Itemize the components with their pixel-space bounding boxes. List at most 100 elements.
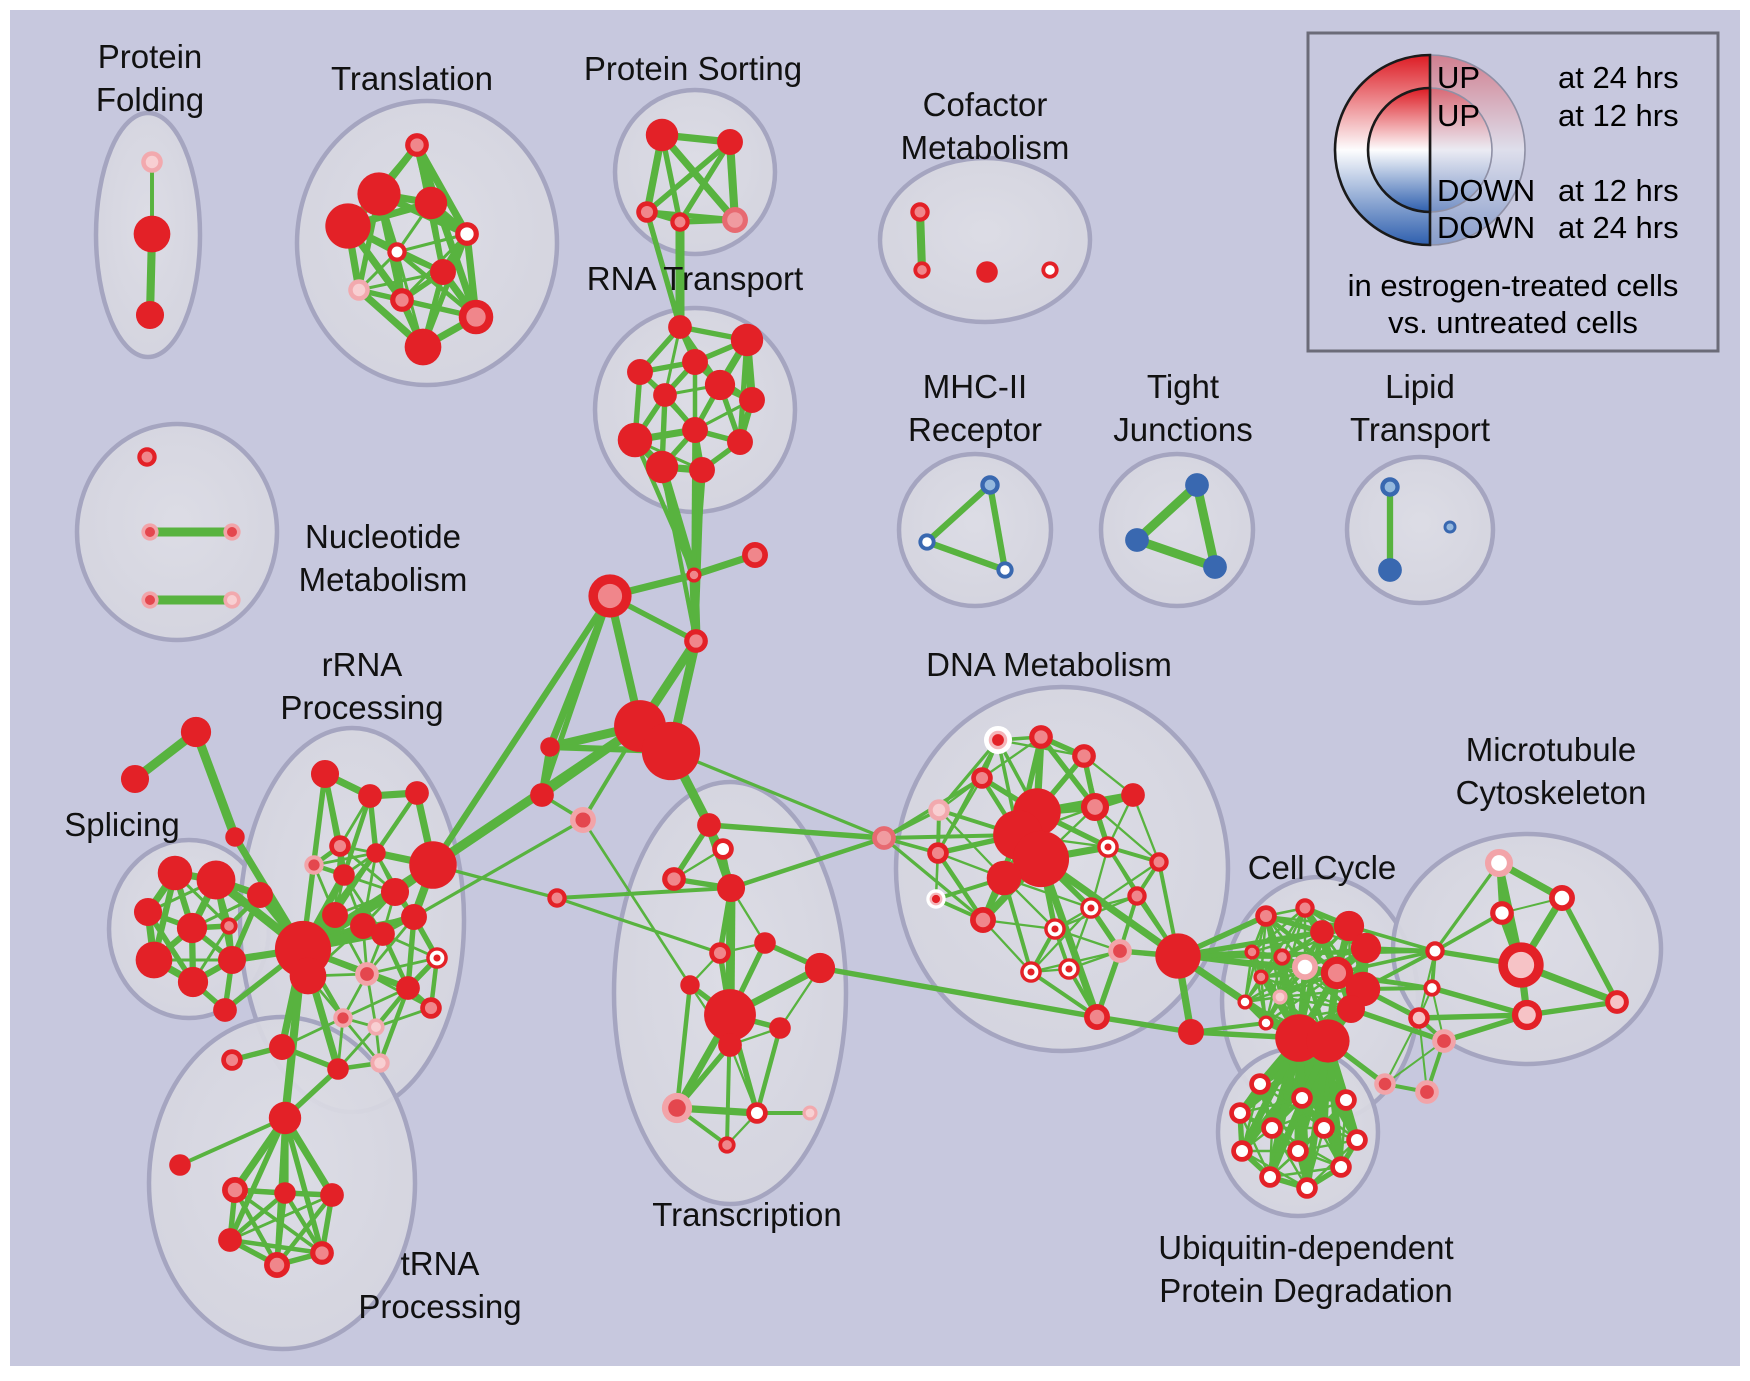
- node-m11: [1374, 1073, 1396, 1095]
- node-tn0: [169, 1154, 191, 1176]
- edge-rr16-rr23: [377, 987, 411, 1064]
- edge-dn4-dn12: [937, 777, 983, 854]
- edge-c1-t6: [556, 896, 721, 955]
- edge-t5-t12: [674, 984, 693, 1109]
- node-t5: [680, 975, 700, 995]
- node-mh2: [918, 533, 936, 551]
- edge-dn23-dn25: [1096, 1014, 1192, 1035]
- node-lp2: [1378, 558, 1402, 582]
- node-t8: [804, 952, 836, 984]
- edge-rr14-rr15: [366, 956, 438, 976]
- node-dn16: [1127, 886, 1147, 906]
- edge-c2-dn17: [882, 836, 985, 922]
- edge-m9-m7: [1418, 1012, 1528, 1021]
- node-rr16: [396, 976, 420, 1000]
- node-j1: [686, 567, 702, 583]
- node-rr6: [333, 864, 355, 886]
- node-tr5: [455, 222, 479, 246]
- node-rr21: [221, 1049, 243, 1071]
- edge-tnh-tn4: [227, 1116, 288, 1242]
- node-cf2: [913, 261, 931, 279]
- edge-t10-t13: [754, 1027, 783, 1114]
- node-sp1: [157, 855, 193, 891]
- node-rr15: [355, 962, 379, 986]
- edge-dn1-dn5: [937, 738, 1000, 812]
- node-tn5: [264, 1252, 290, 1278]
- edge-hub2-c2: [670, 749, 885, 840]
- edge-ub10-ub11: [1269, 1165, 1342, 1179]
- node-t2: [712, 838, 734, 860]
- cluster-ellipse-cofactor-metabolism: [877, 155, 1093, 325]
- edge-tj1-tj3: [1192, 484, 1220, 568]
- edge-rr5-rr7: [313, 851, 377, 867]
- node-m5: [1423, 979, 1441, 997]
- node-t6: [709, 942, 731, 964]
- node-m12: [1415, 1080, 1439, 1104]
- node-dn1: [983, 725, 1013, 755]
- node-tj3: [1203, 555, 1227, 579]
- node-rr3: [405, 781, 429, 805]
- cluster-ellipse-lipid-transport: [1344, 454, 1496, 606]
- edge-dn2-dn4: [981, 736, 1042, 779]
- node-dn10: [1012, 830, 1070, 888]
- node-ub10: [1330, 1156, 1352, 1178]
- node-cc14: [1258, 1015, 1274, 1031]
- edge-ps2-ps5: [725, 141, 740, 221]
- edge-cc6-cc13: [1243, 951, 1254, 1003]
- node-cc6: [1244, 944, 1260, 960]
- node-rr17: [420, 997, 442, 1019]
- edge-m4-m3: [1434, 911, 1503, 953]
- node-rr13: [401, 904, 427, 930]
- edge-tg1-tg3: [191, 730, 240, 839]
- node-dn17: [970, 907, 996, 933]
- node-cc5: [1350, 932, 1382, 964]
- node-rr5: [304, 855, 324, 875]
- node-dn13: [926, 889, 946, 909]
- node-sp2: [196, 860, 236, 900]
- edge-tj1-tj2: [1133, 481, 1201, 544]
- node-j4: [684, 629, 708, 653]
- node-sp6: [247, 882, 273, 908]
- legend-inner-left-half: [1366, 86, 1432, 214]
- edge-cc2-cc6: [1251, 907, 1306, 953]
- node-ub7: [1346, 1129, 1368, 1151]
- node-dn5: [928, 799, 950, 821]
- node-dn15: [1149, 852, 1169, 872]
- legend: UP at 24 hrs UP at 12 hrs DOWN at 12 hrs…: [1306, 31, 1720, 353]
- cluster-label-cell-cycle: Cell Cycle: [1248, 849, 1397, 886]
- edge-rr3-rr7: [374, 791, 419, 855]
- edge-tn1-tn6: [233, 1188, 324, 1255]
- node-t4: [716, 873, 746, 903]
- edge-ps2-ps4: [677, 140, 733, 224]
- edge-rr16-rr18: [342, 986, 409, 1020]
- node-rr11: [350, 913, 376, 939]
- edge-mh2-mh3: [925, 539, 1007, 573]
- node-m7: [1511, 999, 1543, 1031]
- node-dn2: [1029, 725, 1053, 749]
- edge-m2-m8: [1559, 896, 1620, 1004]
- node-rt5: [704, 369, 736, 401]
- edge-tn3-tn5: [275, 1193, 334, 1267]
- edge-cc17-ub12: [1303, 1040, 1332, 1189]
- node-sp9: [217, 945, 247, 975]
- node-j2: [742, 542, 768, 568]
- legend-up-24-label: UP: [1437, 60, 1480, 95]
- node-rr7: [366, 843, 386, 863]
- edge-ps3-rt1: [644, 211, 683, 328]
- node-dn22: [1058, 958, 1080, 980]
- node-tr2: [357, 172, 401, 216]
- edge-m7-m8: [1526, 999, 1618, 1018]
- node-cc8: [1292, 954, 1318, 980]
- node-dn21: [1020, 961, 1042, 983]
- node-rr10: [322, 902, 348, 928]
- node-m1: [1484, 848, 1514, 878]
- node-dn23: [1084, 1004, 1110, 1030]
- node-nu1: [137, 447, 157, 467]
- edge-tn3-tn4: [229, 1193, 333, 1242]
- node-rt12: [689, 457, 715, 483]
- node-tr8: [348, 279, 370, 301]
- node-cc13: [1237, 994, 1253, 1010]
- edge-cc15-m10: [1350, 1006, 1445, 1044]
